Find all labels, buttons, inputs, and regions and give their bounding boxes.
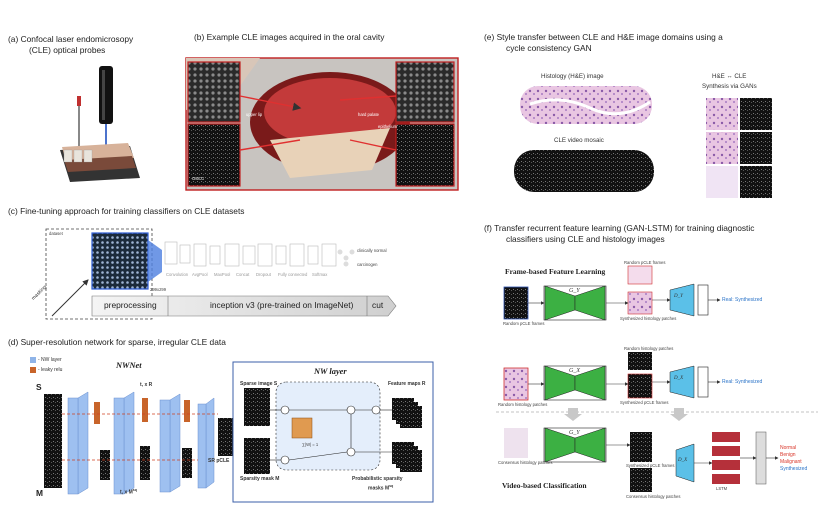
legend-nw-layer: - NW layer — [38, 357, 62, 363]
legend-relu-swatch — [30, 367, 36, 373]
label-upper-lip: upper lip — [246, 112, 263, 117]
input-m: M — [36, 488, 43, 498]
label-oscc: OSCC — [192, 176, 205, 181]
label-cle-mosaic: CLE video mosaic — [554, 137, 604, 144]
label-prob-masks-2: masks Msq — [368, 484, 394, 492]
gen-y-2: G_Y — [569, 430, 580, 436]
output-synthesized: Synthesized — [780, 466, 808, 472]
label-tkr: t, x R — [140, 382, 153, 388]
label-synth-1: H&E ↔ CLE — [712, 73, 747, 80]
label-feature-maps: Feature maps R — [388, 381, 426, 387]
label-video-based: Video-based Classification — [502, 481, 587, 490]
small-label-0: Random pCLE frames — [503, 321, 545, 326]
gen-y-1: G_Y — [569, 288, 580, 294]
small-label-6: Consensus histology patches — [626, 494, 681, 499]
small-label-3: Synthesized pCLE frames — [620, 400, 669, 405]
small-label-7: Random pCLE frames — [624, 260, 666, 265]
panel-a-title-line2: (CLE) optical probes — [29, 45, 106, 55]
panel-b-title: (b) Example CLE images acquired in the o… — [194, 32, 385, 42]
disc-x: D_X — [674, 376, 684, 381]
panel-e-title-line1: (e) Style transfer between CLE and H&E i… — [484, 32, 723, 42]
label-preprocessing: preprocessing — [104, 300, 157, 310]
label-sparse-image: Sparse image S — [240, 381, 278, 387]
panel-c-title: (c) Fine-tuning approach for training cl… — [8, 206, 245, 216]
class-carcinogen: carcinogen — [357, 262, 378, 267]
panel-f-title-line1: (f) Transfer recurrent feature learning … — [484, 223, 755, 233]
class-normal: clinically normal — [357, 248, 387, 253]
output-benign: Benign — [780, 452, 796, 458]
legend-avgpool: AvgPool — [192, 272, 208, 277]
super-resolution-diagram — [44, 361, 434, 503]
legend-nw-swatch — [30, 357, 36, 363]
output-malignant: Malignant — [780, 459, 802, 465]
label-histology: Histology (H&E) image — [541, 73, 604, 80]
label-sr-pcle: SR pCLE — [208, 458, 230, 464]
label-prob-masks-1: Probabilistic sparsity — [352, 476, 403, 482]
legend-fully-connected: Fully connected — [278, 272, 308, 277]
legend-softmax: Softmax — [312, 272, 328, 277]
gan-lstm-diagram — [496, 265, 818, 492]
legend-convolution: Convolution — [166, 272, 189, 277]
gen-x: G_X — [569, 368, 580, 374]
legend-dropout: Dropout — [256, 272, 271, 277]
small-label-2: Random histology patches — [498, 402, 548, 407]
disc-x-2: D_X — [678, 458, 688, 463]
small-label-8: Random histology patches — [624, 346, 674, 351]
label-epithelium: epithelium — [378, 124, 398, 129]
panel-e-title-line2: cycle consistency GAN — [506, 43, 592, 53]
label-cut: cut — [372, 300, 384, 310]
legend-leaky-relu: - leaky relu — [38, 367, 63, 373]
small-label-1: Synthesized histology patches — [620, 316, 677, 321]
input-s: S — [36, 382, 42, 392]
disc-y: D_Y — [674, 294, 683, 299]
legend-concat: Concat — [236, 272, 250, 277]
label-sparsity-mask: Sparsity mask M — [240, 476, 280, 482]
label-inception: inception v3 (pre-trained on ImageNet) — [210, 300, 354, 310]
style-transfer-images — [514, 86, 772, 198]
nw-layer-title: NW layer — [314, 367, 347, 376]
real-synth-mid: Real: Synthesized — [722, 379, 763, 385]
net-name: NWNet — [116, 361, 142, 370]
small-label-4: Consensus histology patches — [498, 460, 553, 465]
label-lstm: LSTM — [716, 486, 728, 491]
weight-constraint: ∑|W| = 1 — [302, 442, 319, 447]
output-normal: Normal — [780, 445, 797, 451]
label-frame-based: Frame-based Feature Learning — [505, 267, 606, 276]
label-dataset: dataset — [49, 231, 63, 236]
label-hard-palate: hard palate — [358, 112, 379, 117]
finetuning-diagram — [45, 228, 397, 320]
real-synth-top: Real: Synthesized — [722, 297, 763, 303]
panel-a-title-line1: (a) Confocal laser endomicrosopy — [8, 34, 134, 44]
oral-cavity-illustration — [185, 57, 459, 191]
patch-size: 299x299 — [150, 287, 167, 292]
small-label-5: Synthesized pCLE frames — [626, 463, 675, 468]
panel-d-title: (d) Super-resolution network for sparse,… — [8, 337, 226, 347]
panel-f-title-line2: classifiers using CLE and histology imag… — [506, 234, 665, 244]
probe-illustration — [60, 66, 140, 182]
label-synth-2: Synthesis via GANs — [702, 83, 757, 90]
legend-maxpool: MaxPool — [214, 272, 231, 277]
label-txm: t, x Msq — [120, 488, 137, 496]
